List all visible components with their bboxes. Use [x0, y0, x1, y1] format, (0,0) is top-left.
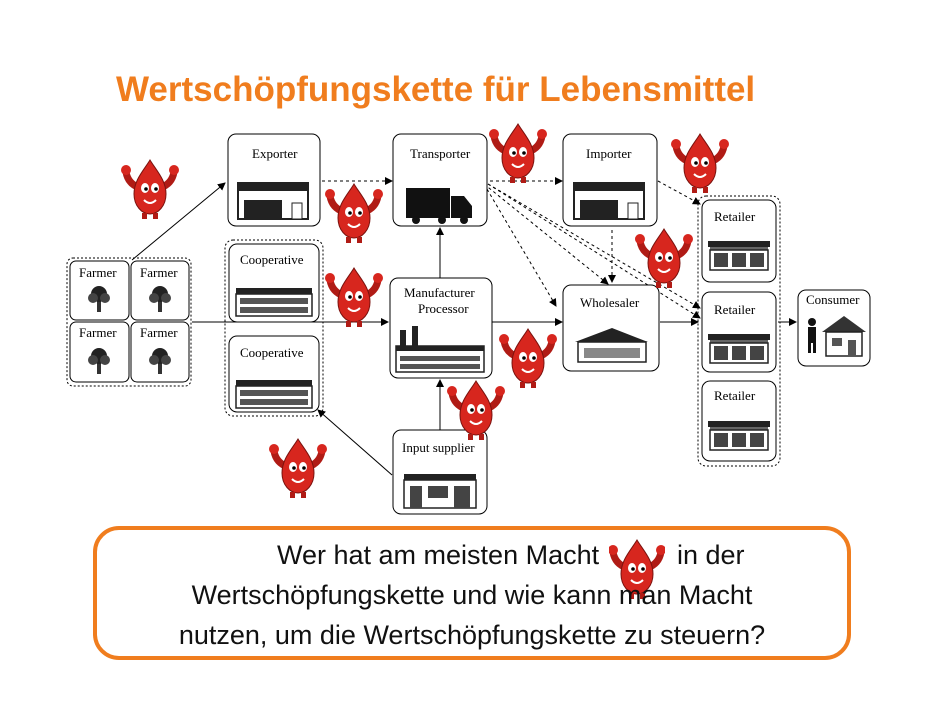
question-line-1b: in der: [677, 540, 745, 571]
power-mascot-icon: [671, 134, 729, 193]
farmer-label-1: Farmer: [79, 265, 117, 280]
question-line-3: nutzen, um die Wertschöpfungskette zu st…: [97, 620, 847, 651]
importer-label: Importer: [586, 146, 632, 161]
power-mascot-icon: [325, 184, 383, 243]
consumer-node: Consumer: [798, 290, 870, 366]
cooperative-label-1: Cooperative: [240, 252, 304, 267]
arrow-supplier-cooperative: [318, 410, 392, 475]
farmer-label-4: Farmer: [140, 325, 178, 340]
farmer-label-2: Farmer: [140, 265, 178, 280]
question-line-2: Wertschöpfungskette und wie kann man Mac…: [97, 580, 847, 611]
input-supplier-node: Input supplier: [393, 430, 487, 514]
processor-label: Processor: [418, 301, 469, 316]
cooperative-label-2: Cooperative: [240, 345, 304, 360]
exporter-label: Exporter: [252, 146, 298, 161]
power-mascot-icon: [635, 229, 693, 288]
cooperatives-group: Cooperative Cooperative: [225, 240, 323, 416]
farmers-group: Farmer Farmer Farmer Farmer: [67, 258, 191, 386]
input-supplier-label: Input supplier: [402, 440, 475, 455]
transporter-node: Transporter: [393, 134, 487, 226]
power-mascot-icon: [489, 124, 547, 183]
manufacturer-label: Manufacturer: [404, 285, 475, 300]
wholesaler-node: Wholesaler: [563, 285, 659, 371]
retailers-group: Retailer Retailer Retailer: [698, 196, 780, 466]
farmer-label-3: Farmer: [79, 325, 117, 340]
power-mascot-icon: [499, 329, 557, 388]
shop-icon: [708, 334, 770, 363]
shop-icon: [708, 241, 770, 270]
retailer-label-2: Retailer: [714, 302, 756, 317]
retailer-label-3: Retailer: [714, 388, 756, 403]
factory-icon: [236, 380, 312, 408]
factory-icon: [236, 288, 312, 316]
wholesaler-label: Wholesaler: [580, 295, 640, 310]
consumer-label: Consumer: [806, 292, 860, 307]
transporter-label: Transporter: [410, 146, 471, 161]
power-mascot-icon: [325, 268, 383, 327]
importer-node: Importer: [563, 134, 657, 226]
manufacturer-node: Manufacturer Processor: [390, 278, 492, 378]
power-mascot-icon: [269, 439, 327, 498]
store-icon: [404, 474, 476, 508]
question-box: Wer hat am meisten Macht in der Wertschö…: [93, 526, 851, 660]
exporter-node: Exporter: [228, 134, 320, 226]
question-line-1a: Wer hat am meisten Macht: [277, 540, 599, 571]
retailer-label-1: Retailer: [714, 209, 756, 224]
power-mascot-icon: [121, 160, 179, 219]
shop-icon: [708, 421, 770, 450]
